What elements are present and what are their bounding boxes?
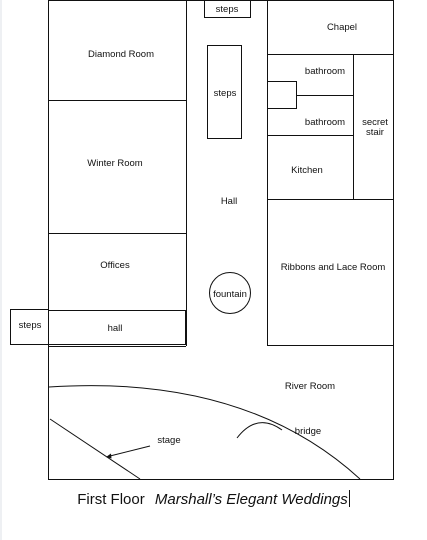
bridge-arc	[236, 422, 283, 439]
label-stage: stage	[157, 435, 180, 446]
label-steps-top: steps	[216, 4, 239, 15]
caption-floor: First Floor	[77, 491, 145, 508]
steps-top-box	[204, 0, 251, 18]
page-edge	[0, 0, 2, 540]
stage-line	[49, 418, 141, 480]
label-bridge: bridge	[295, 426, 321, 437]
label-secret-stair-1: secret	[362, 117, 388, 128]
fountain-circle	[209, 272, 251, 314]
label-hall-main: Hall	[221, 196, 237, 207]
label-bathroom-1: bathroom	[305, 66, 345, 77]
bathroom-closet	[267, 81, 297, 109]
steps-center-box	[207, 45, 242, 139]
label-winter-room: Winter Room	[87, 158, 143, 169]
label-diamond-room: Diamond Room	[88, 49, 154, 60]
label-offices: Offices	[100, 260, 130, 271]
label-fountain: fountain	[213, 289, 247, 300]
label-steps-left: steps	[19, 320, 42, 331]
steps-left-box	[10, 309, 49, 345]
label-secret-stair-2: stair	[366, 127, 384, 138]
label-ribbons-lace-room: Ribbons and Lace Room	[281, 262, 386, 273]
label-bathroom-2: bathroom	[305, 117, 345, 128]
label-hall-small: hall	[108, 323, 123, 334]
label-steps-center: steps	[214, 88, 237, 99]
label-chapel: Chapel	[327, 22, 357, 33]
label-river-room: River Room	[285, 381, 335, 392]
stage-pointer-arrowhead	[106, 453, 112, 459]
stage-pointer	[109, 445, 151, 457]
label-kitchen: Kitchen	[291, 165, 323, 176]
caption-title: Marshall’s Elegant Weddings	[154, 491, 348, 508]
text-cursor	[348, 490, 350, 507]
stage-arc	[48, 385, 361, 480]
plan-caption: First Floor Marshall’s Elegant Weddings	[0, 490, 427, 508]
